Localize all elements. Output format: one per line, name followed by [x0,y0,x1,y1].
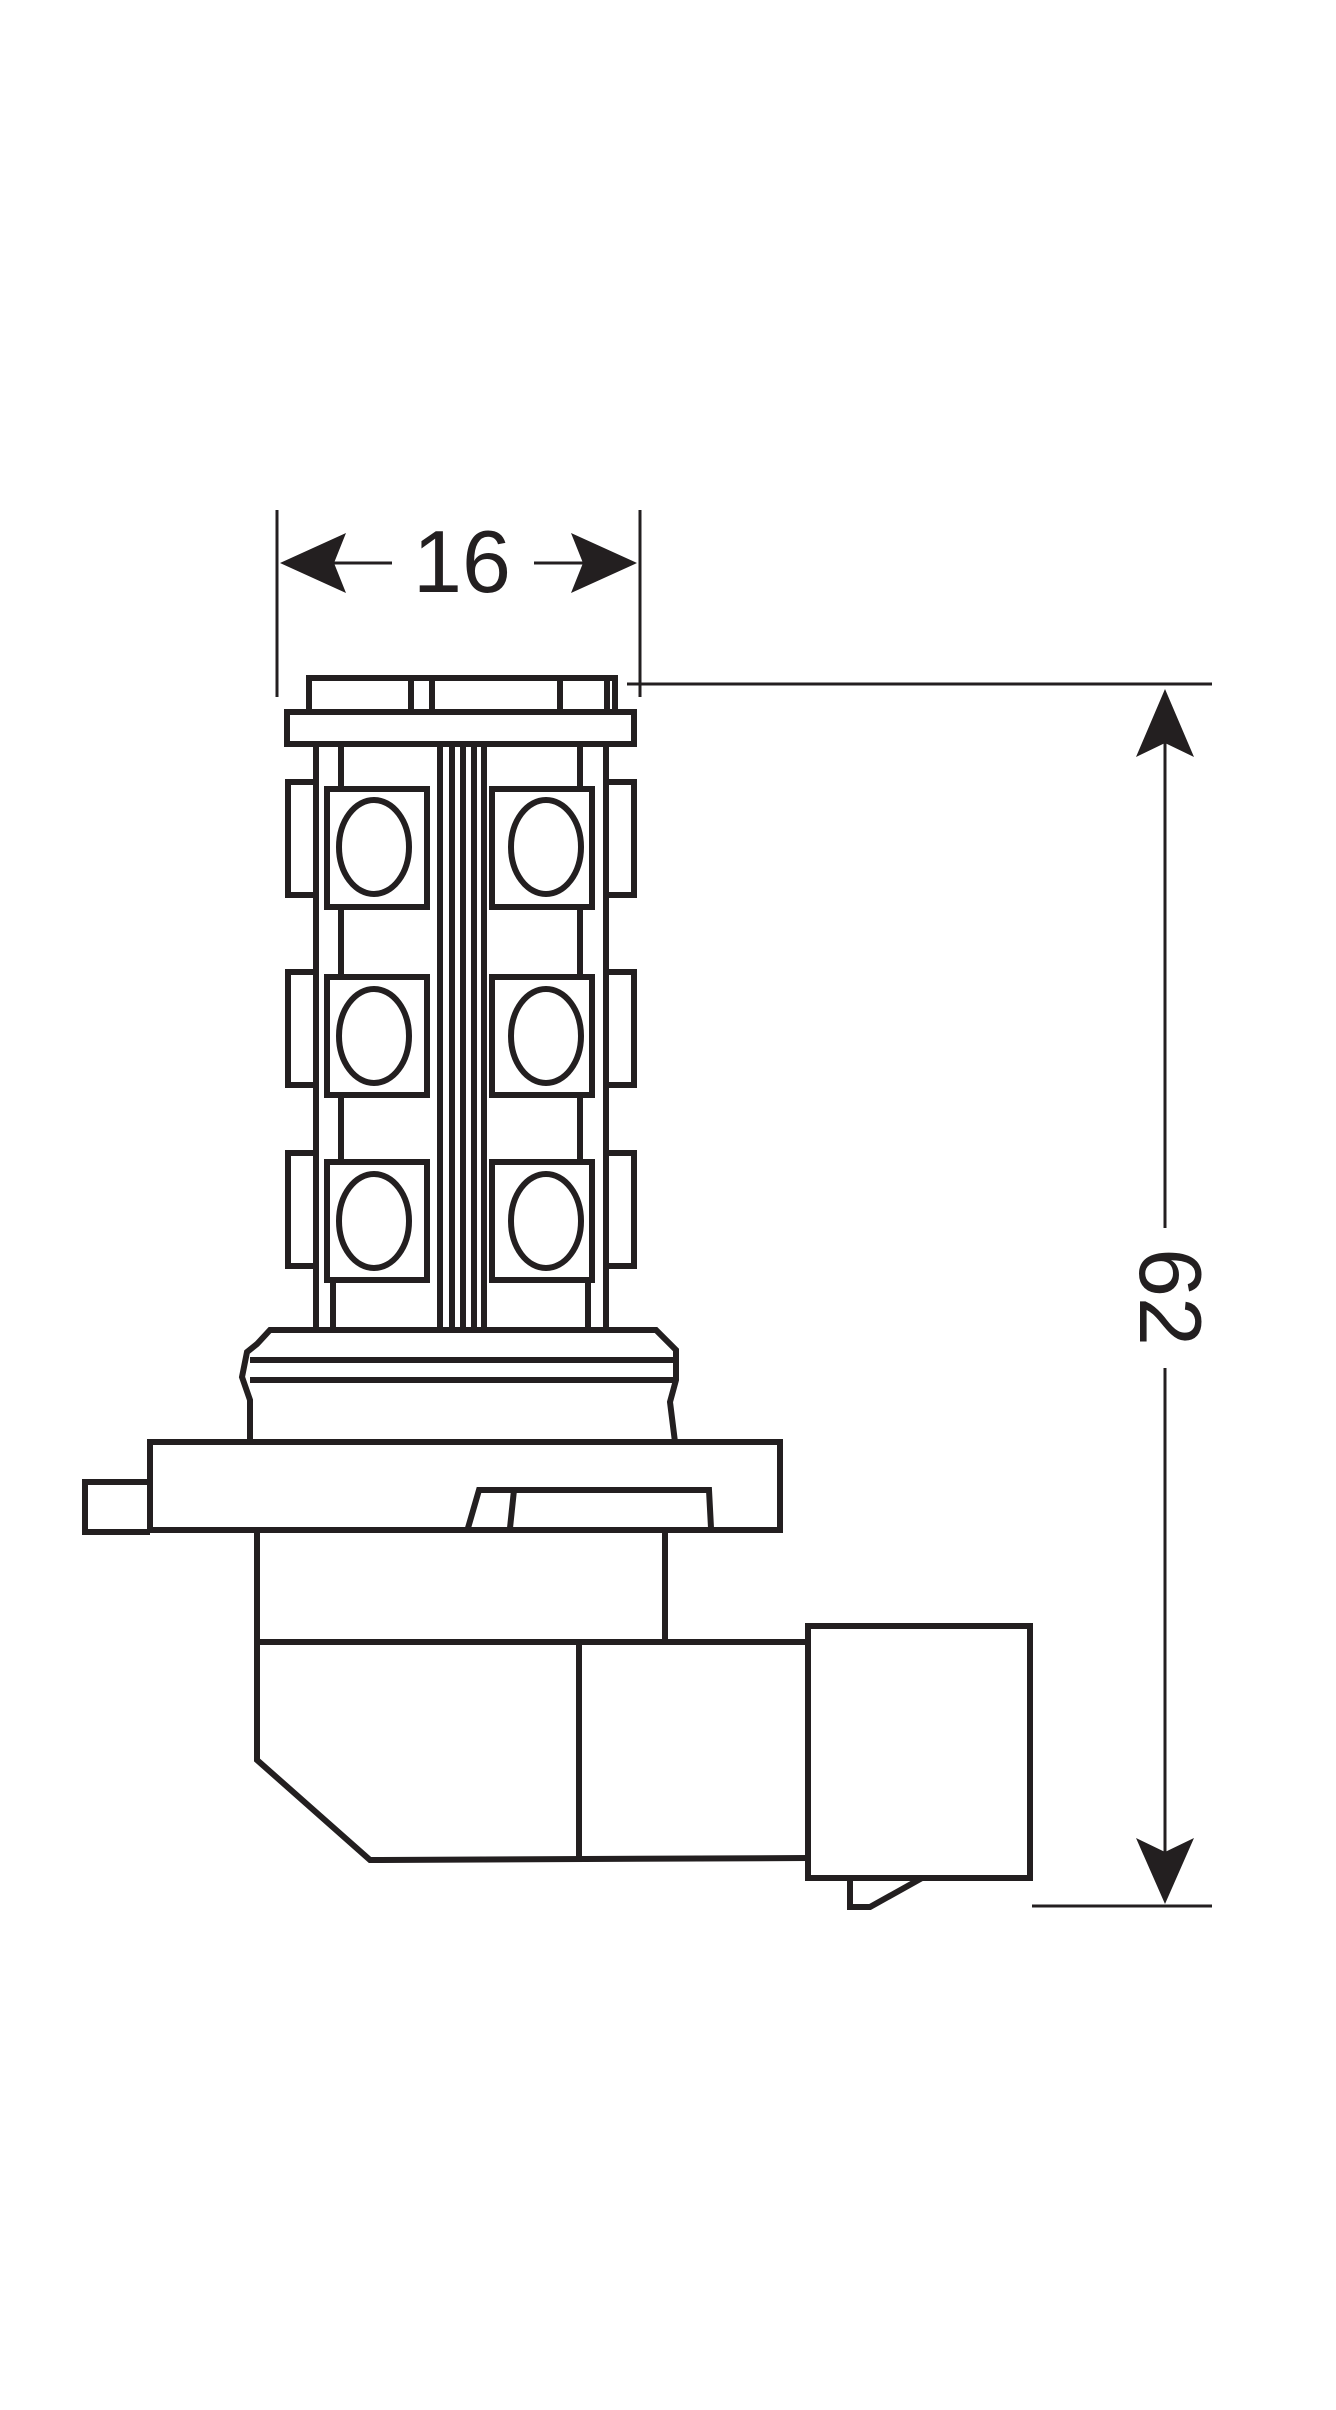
side-tab-right-3 [603,1150,637,1269]
connector-terminal [847,1875,924,1910]
side-tab-left-3 [285,1150,319,1269]
led-chip-left-3 [324,1159,430,1283]
led-lens-right-1 [508,797,584,897]
side-tab-right-2 [603,969,637,1088]
lower-housing [254,1532,809,1864]
height-dimension: 62 [627,682,1220,1908]
led-chip-right-1 [489,786,595,910]
top-cap [306,675,618,715]
top-plate [284,709,637,747]
flange-key-slot [465,1487,714,1529]
led-chip-left-2 [324,974,430,1098]
flange [147,1439,783,1533]
led-lens-right-3 [508,1171,584,1271]
width-arrowhead-right [571,533,637,593]
collar-outline-right [606,1327,679,1443]
side-tab-right-1 [603,779,637,898]
width-dimension: 16 [275,510,642,697]
led-chip-right-3 [489,1159,595,1283]
led-lens-left-3 [336,1171,412,1271]
connector-plug [805,1623,1033,1881]
height-arrowhead-top [1136,689,1194,757]
flange-left-lug [82,1479,150,1535]
flange-key-divider [507,1489,517,1529]
width-arrowhead-left [280,533,346,593]
height-label: 62 [1121,1248,1220,1346]
side-tab-left-1 [285,779,319,898]
led-chip-right-2 [489,974,595,1098]
side-tab-left-2 [285,969,319,1088]
led-chip-left-1 [324,786,430,910]
height-arrowhead-bottom [1136,1838,1194,1904]
width-label: 16 [413,512,511,611]
led-lens-right-2 [508,986,584,1086]
led-lens-left-1 [336,797,412,897]
bulb-drawing [82,675,1033,1910]
led-lens-left-2 [336,986,412,1086]
collar-outline [238,1327,316,1442]
